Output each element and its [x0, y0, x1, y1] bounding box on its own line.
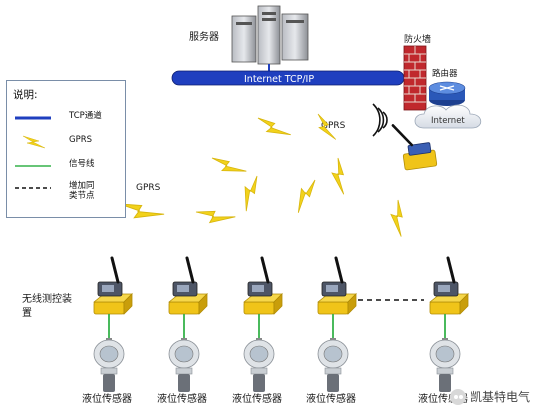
legend-item-signal: 信号线	[15, 159, 125, 173]
lightning-icon	[22, 135, 46, 149]
router-icon	[428, 81, 466, 106]
sensor-row	[93, 337, 461, 393]
sensor-label: 液位传感器	[306, 392, 356, 405]
sensor-labels: 液位传感器 液位传感器 液位传感器 液位传感器 液位传感器	[82, 392, 468, 405]
level-sensor-icon	[93, 337, 125, 393]
firewall-label: 防火墙	[404, 33, 431, 45]
wireless-device-icon	[92, 256, 134, 316]
signal-lines	[108, 314, 446, 338]
dashed-line-icon	[15, 187, 51, 189]
level-sensor-icon	[429, 337, 461, 393]
legend-label: 信号线	[69, 159, 95, 169]
wireless-device-icon	[428, 256, 470, 316]
router-label: 路由器	[432, 68, 458, 79]
sensor-label: 液位传感器	[82, 392, 132, 405]
legend-item-dashed: 增加同类节点	[15, 181, 125, 207]
wireless-device-icon	[242, 256, 284, 316]
gprs-gateway-device	[391, 124, 438, 171]
legend-label: TCP通道	[69, 111, 102, 121]
wireless-device-label: 无线测控装 置	[22, 292, 75, 319]
lightning-icon	[233, 175, 270, 212]
lightning-icon	[289, 179, 324, 214]
tcp-line-icon	[15, 116, 51, 120]
internet-cloud-icon	[414, 104, 482, 129]
legend-label: GPRS	[69, 135, 93, 145]
gprs-label-left: GPRS	[136, 183, 161, 193]
legend-label: 增加同类节点	[69, 181, 95, 201]
signal-line-icon	[15, 165, 51, 167]
lightning-icon	[211, 147, 247, 183]
legend-panel: 说明: TCP通道 GPRS 信号线 增加同类节点	[6, 80, 126, 218]
level-sensor-icon	[317, 337, 349, 393]
watermark-text: 凯基特电气	[469, 390, 530, 404]
chat-bubble-icon	[449, 388, 466, 405]
lightning-icon	[322, 157, 360, 195]
firewall-icon	[403, 45, 427, 111]
gprs-lightning-links	[119, 109, 419, 238]
bus-label: Internet TCP/IP	[244, 74, 314, 85]
gprs-label-top: GPRS	[321, 121, 346, 131]
sensor-label: 液位传感器	[157, 392, 207, 405]
wireless-device-row	[92, 256, 470, 316]
lightning-icon	[380, 199, 419, 238]
server-group	[231, 5, 309, 65]
wireless-device-icon	[167, 256, 209, 316]
lightning-icon	[195, 194, 236, 235]
lightning-icon	[257, 109, 292, 144]
wifi-signal-icon	[372, 103, 388, 137]
sensor-label: 液位传感器	[232, 392, 282, 405]
legend-item-gprs: GPRS	[15, 135, 125, 149]
watermark: 凯基特电气	[449, 388, 530, 405]
legend-item-tcp: TCP通道	[15, 111, 125, 125]
server-label: 服务器	[189, 30, 219, 43]
lightning-icon	[119, 186, 165, 232]
internet-cloud-label: Internet	[431, 116, 465, 126]
legend-title: 说明:	[13, 89, 38, 101]
level-sensor-icon	[168, 337, 200, 393]
level-sensor-icon	[243, 337, 275, 393]
wireless-device-icon	[316, 256, 358, 316]
